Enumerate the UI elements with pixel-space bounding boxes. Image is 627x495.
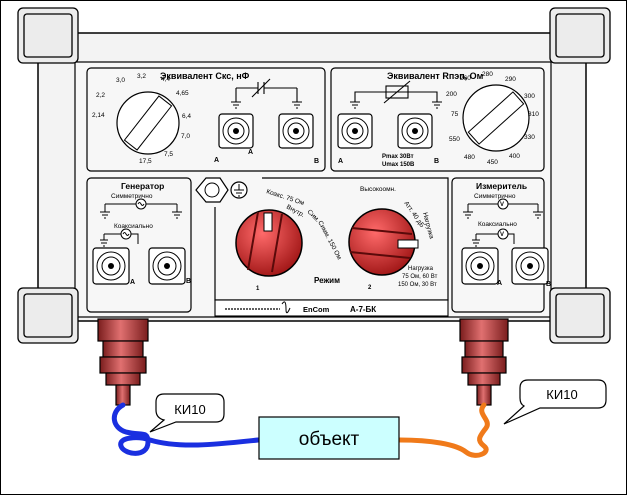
cap-dial-value: 4,65 [176,90,189,97]
meter-symmetric-label: Симметрично [474,193,516,200]
right-cable-callout [503,379,607,425]
brand-logo-icon [225,301,291,314]
generator-coaxial-label: Коаксиально [114,223,153,230]
cap-dial-value: 7,5 [164,151,173,158]
mode-knob-1[interactable] [235,209,303,277]
generator-connector-b[interactable] [148,247,186,285]
object-box [258,416,400,460]
object-label: объект [299,429,360,450]
generator-coaxial-symbol [100,228,139,247]
corner-guard-bottom-left [17,287,79,344]
cap-dial-value: 7,0 [181,133,190,140]
voltmeter-icon: V [500,232,504,238]
brand-company: EnCom [303,305,330,314]
generator-panel [86,177,192,313]
meter-connector-b[interactable] [511,247,549,285]
resistor-symbol [350,80,442,109]
knob2-number: 2 [368,285,372,291]
res-label-b: B [434,158,439,165]
res-dial-value: 200 [446,91,457,98]
mode-knob-2[interactable] [348,208,419,276]
capacitance-title: Эквивалент Cкс, нФ [160,71,250,81]
res-dial-value: 290 [505,76,516,83]
cap-dial-value: 17,5 [139,158,152,165]
resistance-title: Эквивалент Rпэп, Ом [387,71,484,81]
cap-dial-value: 3,2 [137,73,146,80]
cap-connector-a[interactable] [218,113,254,149]
capacitance-dial-pointer [123,95,173,151]
generator-label-a: A [130,279,135,286]
corner-guard-top-right [549,7,611,64]
knob1-number: 1 [256,286,260,292]
res-dial-value: 400 [509,153,520,160]
meter-label-b: B [546,281,551,288]
res-dial-value: 75 [451,111,459,118]
generator-label-b: B [186,278,191,285]
cap-label-b: B [314,158,319,165]
res-dial-value: 300 [524,93,535,100]
res-connector-b[interactable] [397,113,433,149]
res-limits-power: Pmax 30Вт [382,154,414,160]
left-cable-label: КИ10 [174,402,205,417]
resistance-panel [330,67,545,172]
cap-label-a2: A [248,149,253,156]
resistance-dial-pointer [467,91,525,145]
res-dial-value: 480 [464,154,475,161]
meter-coaxial-symbol [472,228,515,247]
left-cable-callout [149,393,225,433]
cap-dial-value: 3,0 [116,77,125,84]
right-cable-label: КИ10 [546,387,577,402]
generator-symmetric-symbol [100,198,182,219]
generator-title: Генератор [121,181,164,191]
res-dial-value: 280 [482,71,493,78]
meter-connector-a[interactable] [461,247,499,285]
meter-panel [451,177,545,313]
res-label-a: A [338,158,343,165]
cap-label-a: A [214,157,219,164]
res-dial-value: 310 [528,111,539,118]
meter-symmetric-symbol [463,198,543,219]
meter-title: Измеритель [476,181,527,191]
capacitor-symbol [231,78,302,109]
voltmeter-icon: V [500,202,504,208]
generator-symmetric-label: Симметрично [111,193,153,200]
load-75: 75 Ом, 60 Вт [402,274,438,280]
cap-connector-b[interactable] [278,113,314,149]
corner-guard-bottom-right [549,287,611,344]
brand-model: А-7-БК [350,305,376,314]
cap-dial-value: 2,14 [92,112,105,119]
corner-guard-top-left [17,7,79,64]
res-dial-value: 330 [524,134,535,141]
cap-dial-value: 4,4 [161,76,170,83]
meter-label-a: A [497,280,502,287]
left-cable [111,402,261,456]
res-dial-value: 550 [449,136,460,143]
meter-coaxial-label: Коаксиально [478,221,517,228]
brand-strip [214,299,449,317]
mode-title: Режим [314,276,340,285]
right-cable [397,402,490,458]
load-150: 150 Ом, 30 Вт [398,282,437,288]
load-title: Нагрузка [408,266,434,272]
cap-dial-value: 2,2 [96,92,105,99]
knob2-label: Высокоомн. [360,186,396,193]
right-plug [459,318,509,406]
generator-connector-a[interactable] [92,247,130,285]
ground-icon [230,181,248,199]
ground-terminal[interactable] [195,177,229,203]
left-plug [97,318,149,406]
res-limits-voltage: Umax 150В [382,162,415,168]
res-dial-value: 260 [460,75,471,82]
res-dial-value: 450 [487,159,498,166]
res-connector-a[interactable] [337,113,373,149]
capacitance-panel [86,67,326,172]
cap-dial-value: 6,4 [182,113,191,120]
